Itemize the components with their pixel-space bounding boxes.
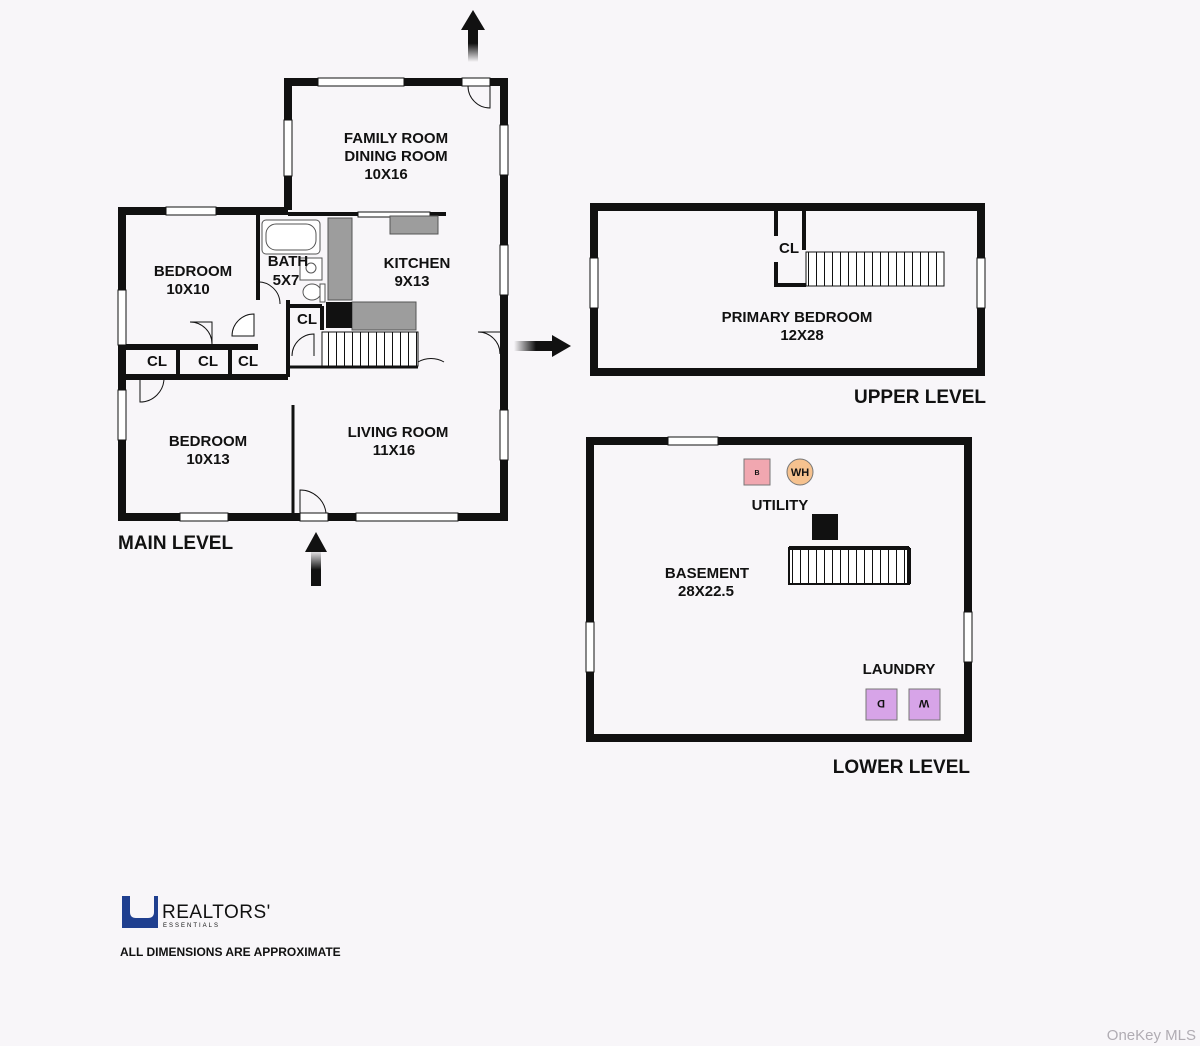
dimensions-disclaimer: ALL DIMENSIONS ARE APPROXIMATE: [120, 945, 341, 959]
logo-tagline: ESSENTIALS: [163, 923, 220, 929]
kitchen-size: 9X13: [394, 273, 429, 290]
basement-size: 28X22.5: [678, 583, 734, 600]
watermark: OneKey MLS: [1107, 1027, 1196, 1044]
lower-level-plan: B WH UTILITY BASEMENT 28X22.5 LAUNDRY D …: [585, 436, 973, 778]
main-level-windows: [117, 77, 509, 522]
utility-label: UTILITY: [752, 497, 809, 514]
washer-icon: [908, 688, 941, 721]
lower-level-title: LOWER LEVEL: [833, 757, 971, 778]
kitchen-label: KITCHEN: [384, 255, 451, 272]
living-room-label: LIVING ROOM: [348, 424, 449, 441]
living-room-size: 11X16: [373, 442, 416, 459]
basement-label: BASEMENT: [665, 565, 749, 582]
dryer-icon: [865, 688, 898, 721]
main-level-stairs: [321, 331, 419, 367]
upper-level-title: UPPER LEVEL: [854, 387, 986, 408]
dining-room-label: DINING ROOM: [344, 148, 447, 165]
bath-label: BATH: [268, 253, 309, 270]
bedroom-1-label: BEDROOM: [154, 263, 232, 280]
boiler-icon: [743, 458, 771, 486]
washer-label: W: [918, 697, 929, 709]
realtors-essentials-logo-icon: REALTORS' ESSENTIALS: [122, 896, 271, 929]
main-level-interior-walls: [125, 212, 446, 513]
water-heater-icon: [786, 458, 814, 486]
upper-level-stairs: [805, 251, 945, 287]
bedroom-2-size: 10X13: [186, 451, 229, 468]
arrow-right-icon: [514, 335, 571, 357]
arrow-up-icon: [305, 532, 327, 586]
closet-c-label: CL: [238, 353, 258, 370]
lower-level-stairs: [788, 547, 910, 585]
bedroom-2-label: BEDROOM: [169, 433, 247, 450]
primary-bedroom-label: PRIMARY BEDROOM: [722, 309, 873, 326]
family-room-size: 10X16: [364, 166, 407, 183]
kitchen-counters: [326, 215, 439, 331]
upper-closet-label: CL: [779, 240, 799, 257]
primary-bedroom-size: 12X28: [780, 327, 823, 344]
arrow-up-icon: [461, 10, 485, 62]
bath-fixtures: [261, 219, 326, 303]
laundry-label: LAUNDRY: [863, 661, 936, 678]
upper-level-plan: CL PRIMARY BEDROOM 12X28 UPPER LEVEL: [589, 203, 986, 408]
bedroom-1-size: 10X10: [166, 281, 209, 298]
main-level-plan: FAMILY ROOM DINING ROOM 10X16 KITCHEN 9X…: [117, 10, 509, 586]
closet-kitchen-label: CL: [297, 311, 317, 328]
main-level-walls: [118, 78, 508, 521]
main-level-doors: [139, 85, 501, 514]
bath-size: 5X7: [273, 272, 300, 289]
logo-name: REALTORS': [162, 902, 271, 923]
boiler-label: B: [754, 470, 759, 477]
main-level-title: MAIN LEVEL: [118, 533, 233, 554]
dryer-label: D: [877, 697, 885, 709]
closet-a-label: CL: [147, 353, 167, 370]
chimney-block: [812, 514, 838, 540]
closet-b-label: CL: [198, 353, 218, 370]
water-heater-label: WH: [791, 467, 809, 479]
family-room-label: FAMILY ROOM: [344, 130, 448, 147]
